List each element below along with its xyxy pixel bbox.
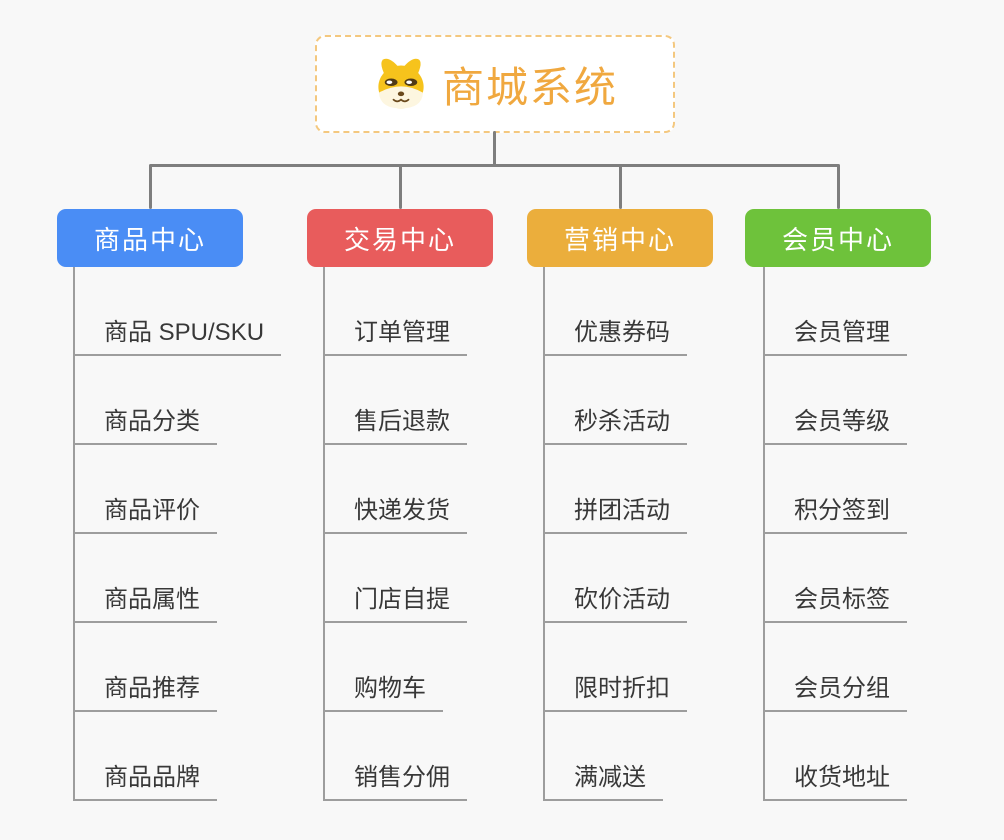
leaf-node[interactable]: 商品评价 bbox=[73, 490, 217, 534]
connector-bus bbox=[149, 164, 840, 167]
connector-spine bbox=[73, 267, 75, 801]
leaf-node[interactable]: 会员等级 bbox=[763, 401, 907, 445]
connector-drop bbox=[837, 165, 840, 209]
leaf-node[interactable]: 收货地址 bbox=[763, 757, 907, 801]
leaf-node[interactable]: 限时折扣 bbox=[543, 668, 687, 712]
leaf-node[interactable]: 优惠券码 bbox=[543, 312, 687, 356]
branch-column-marketing: 优惠券码 秒杀活动 拼团活动 砍价活动 限时折扣 满减送 bbox=[543, 267, 687, 801]
connector-spine bbox=[543, 267, 545, 801]
leaf-node[interactable]: 砍价活动 bbox=[543, 579, 687, 623]
leaf-node[interactable]: 拼团活动 bbox=[543, 490, 687, 534]
leaf-node[interactable]: 门店自提 bbox=[323, 579, 467, 623]
leaf-node[interactable]: 商品 SPU/SKU bbox=[73, 312, 282, 356]
dog-face-icon bbox=[378, 58, 424, 109]
connector-spine bbox=[763, 267, 765, 801]
leaf-node[interactable]: 购物车 bbox=[323, 668, 443, 712]
leaf-node[interactable]: 会员分组 bbox=[763, 668, 907, 712]
root-node[interactable]: 商城系统 bbox=[315, 35, 675, 133]
branch-header-trade-center[interactable]: 交易中心 bbox=[307, 209, 493, 267]
branch-column-member: 会员管理 会员等级 积分签到 会员标签 会员分组 收货地址 bbox=[763, 267, 907, 801]
leaf-node[interactable]: 商品属性 bbox=[73, 579, 217, 623]
connector-drop bbox=[619, 165, 622, 209]
leaf-node[interactable]: 售后退款 bbox=[323, 401, 467, 445]
leaf-node[interactable]: 秒杀活动 bbox=[543, 401, 687, 445]
leaf-node[interactable]: 商品品牌 bbox=[73, 757, 217, 801]
connector-drop bbox=[149, 165, 152, 209]
branch-header-product-center[interactable]: 商品中心 bbox=[57, 209, 243, 267]
leaf-node[interactable]: 会员标签 bbox=[763, 579, 907, 623]
branch-column-trade: 订单管理 售后退款 快递发货 门店自提 购物车 销售分佣 bbox=[323, 267, 467, 801]
leaf-node[interactable]: 销售分佣 bbox=[323, 757, 467, 801]
branch-column-product: 商品 SPU/SKU 商品分类 商品评价 商品属性 商品推荐 商品品牌 bbox=[73, 267, 282, 801]
leaf-node[interactable]: 商品分类 bbox=[73, 401, 217, 445]
branch-header-marketing-center[interactable]: 营销中心 bbox=[527, 209, 713, 267]
leaf-node[interactable]: 商品推荐 bbox=[73, 668, 217, 712]
leaf-node[interactable]: 快递发货 bbox=[323, 490, 467, 534]
leaf-node[interactable]: 订单管理 bbox=[323, 312, 467, 356]
connector-spine bbox=[323, 267, 325, 801]
leaf-node[interactable]: 满减送 bbox=[543, 757, 663, 801]
connector-drop bbox=[399, 165, 402, 209]
branch-header-member-center[interactable]: 会员中心 bbox=[745, 209, 931, 267]
root-title: 商城系统 bbox=[441, 63, 618, 111]
connector-root-stem bbox=[493, 131, 496, 166]
leaf-node[interactable]: 积分签到 bbox=[763, 490, 907, 534]
leaf-node[interactable]: 会员管理 bbox=[763, 312, 907, 356]
